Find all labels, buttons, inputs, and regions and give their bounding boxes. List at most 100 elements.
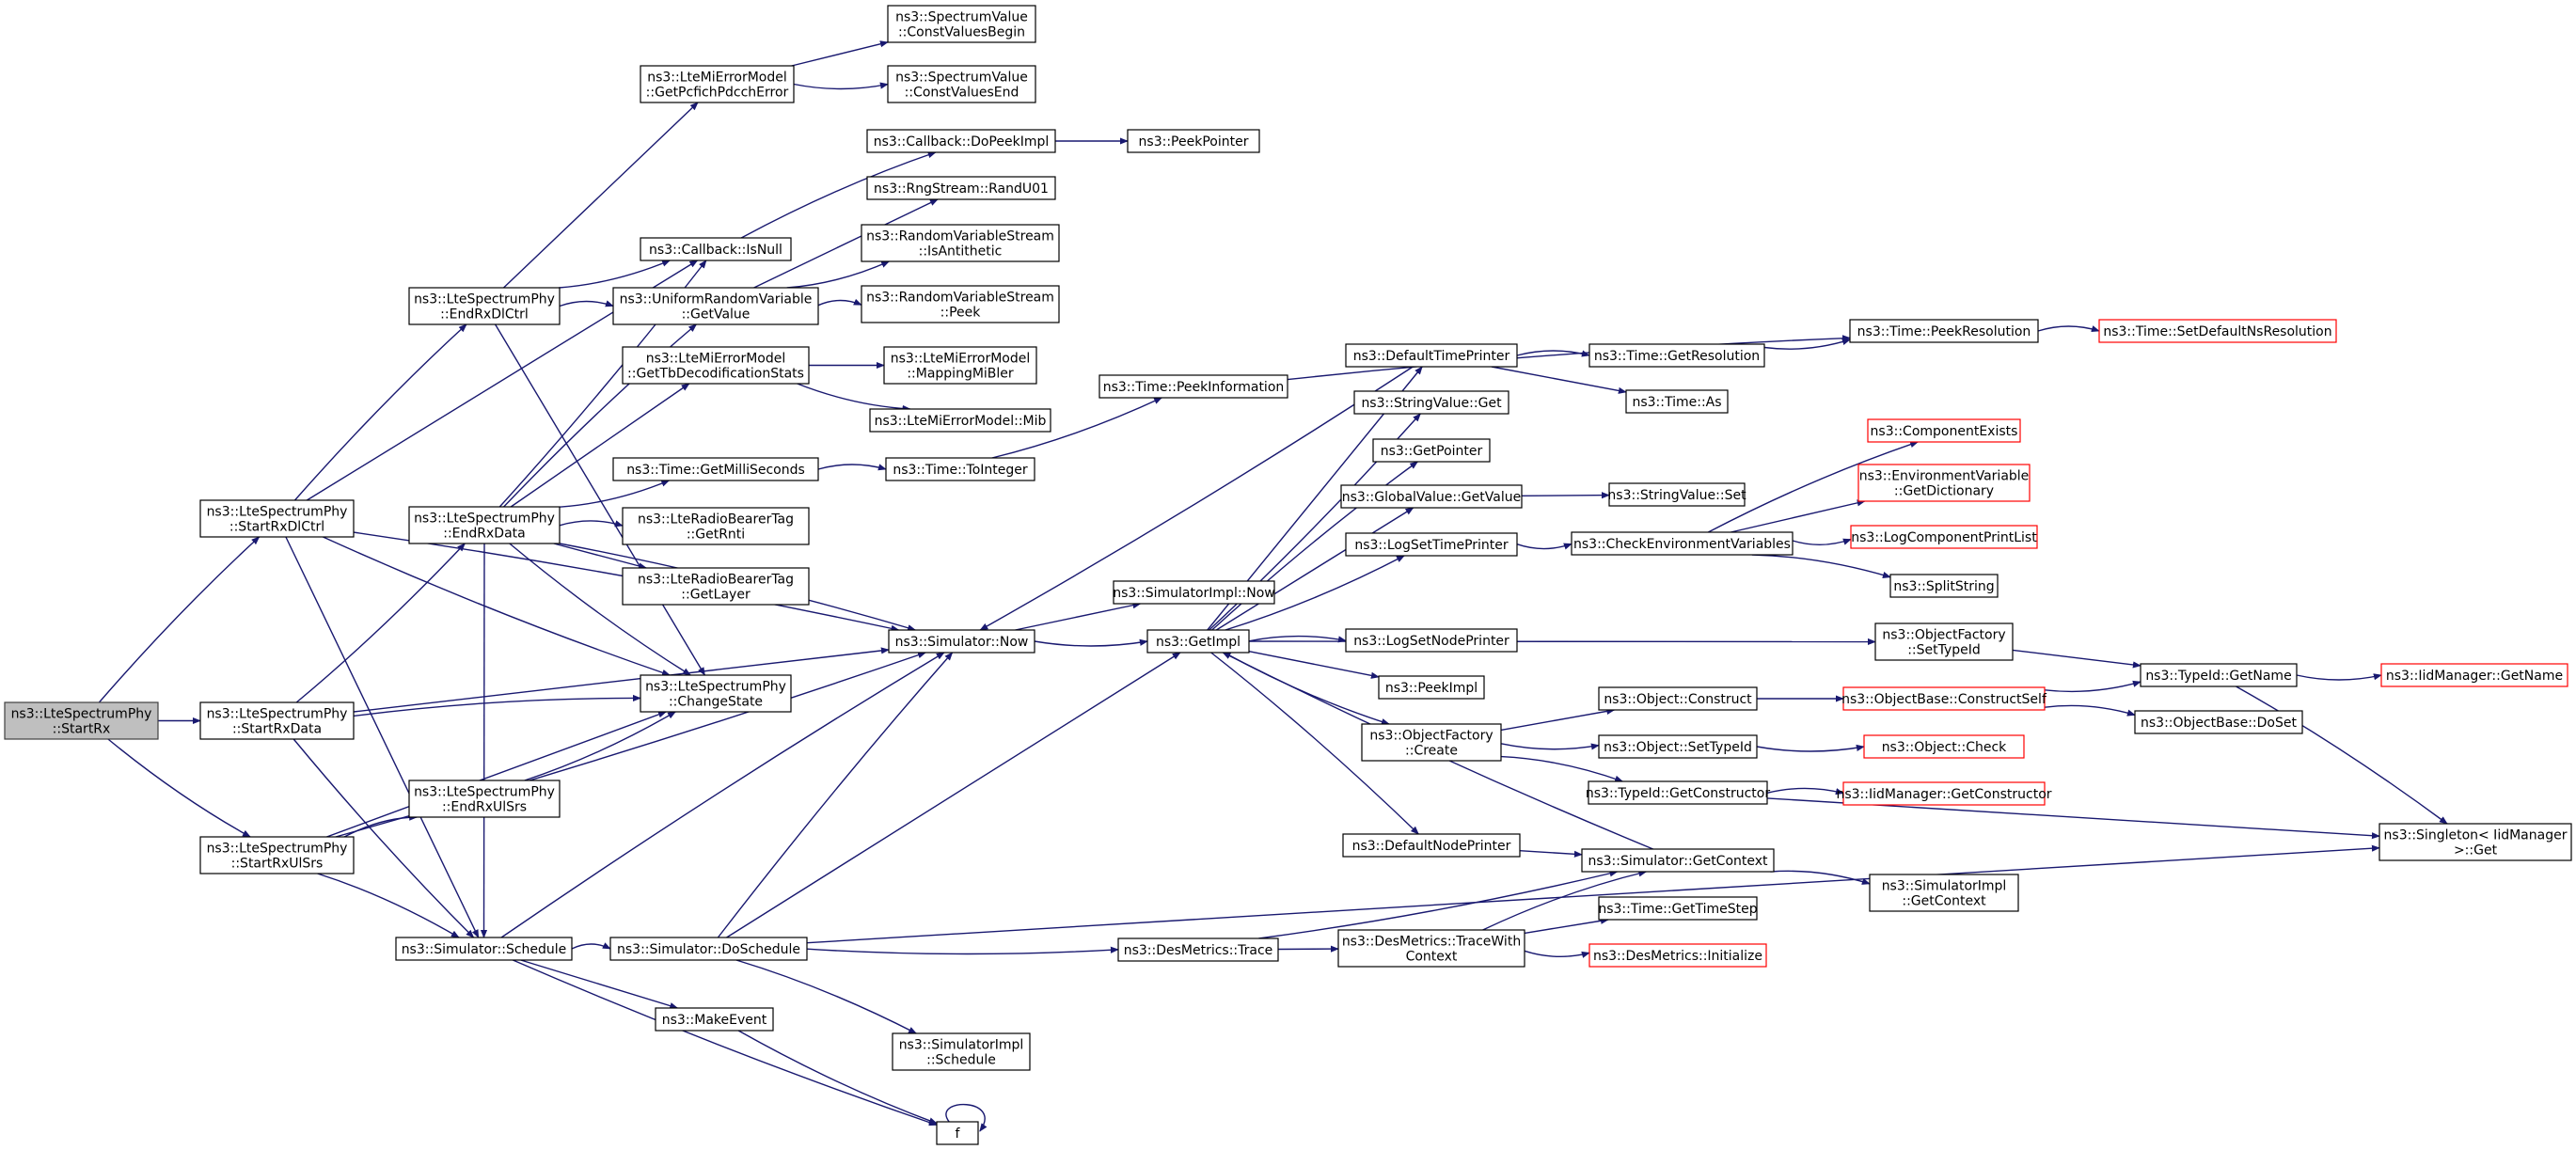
node-box-objsettypeid[interactable] — [1598, 734, 1758, 759]
node-box-getresolution[interactable] — [1588, 343, 1765, 368]
node-gvgetvalue[interactable]: ns3::GlobalValue::GetValue — [1340, 484, 1523, 509]
node-gettbdecod[interactable]: ns3::LteMiErrorModel::GetTbDecodificatio… — [622, 346, 810, 385]
node-box-ofcreate[interactable] — [1361, 723, 1502, 762]
node-box-simimplnow[interactable] — [1113, 580, 1275, 605]
node-peekinformation[interactable]: ns3::Time::PeekInformation — [1098, 374, 1288, 399]
node-isantithetic[interactable]: ns3::RandomVariableStream::IsAntithetic — [861, 224, 1060, 262]
node-box-logsettimeprinter[interactable] — [1345, 532, 1518, 557]
node-cbisnull[interactable]: ns3::Callback::IsNull — [640, 237, 792, 261]
node-box-typeidgetconstructor[interactable] — [1588, 780, 1768, 805]
node-simimplnow[interactable]: ns3::SimulatorImpl::Now — [1113, 580, 1275, 605]
node-box-mib[interactable] — [869, 408, 1051, 433]
node-logcompprintlist[interactable]: ns3::LogComponentPrintList — [1850, 525, 2038, 549]
node-objsettypeid[interactable]: ns3::Object::SetTypeId — [1598, 734, 1758, 759]
node-box-startrxdata[interactable] — [199, 701, 355, 740]
node-makeevent[interactable]: ns3::MakeEvent — [655, 1007, 774, 1032]
node-box-objconstruct[interactable] — [1598, 686, 1758, 711]
node-box-endrxdlctrl[interactable] — [408, 287, 561, 325]
node-stringvalueset[interactable]: ns3::StringValue::Set — [1607, 482, 1746, 507]
node-box-stringvalueset[interactable] — [1608, 482, 1746, 507]
node-schedule[interactable]: ns3::Simulator::Schedule — [395, 937, 573, 961]
node-box-f[interactable] — [936, 1121, 979, 1145]
node-box-stringvalueget[interactable] — [1353, 390, 1509, 415]
node-box-cbisnull[interactable] — [640, 237, 792, 261]
node-box-getlayer[interactable] — [622, 567, 810, 606]
node-box-gettbdecod[interactable] — [622, 346, 810, 385]
node-box-simnow[interactable] — [888, 629, 1035, 654]
node-box-singletonget[interactable] — [2378, 823, 2572, 861]
node-ofcreate[interactable]: ns3::ObjectFactory::Create — [1361, 723, 1502, 762]
node-startrxulsrs[interactable]: ns3::LteSpectrumPhy::StartRxUlSrs — [199, 836, 355, 874]
node-gettimestep[interactable]: ns3::Time::GetTimeStep — [1598, 896, 1758, 921]
node-dopeekimpl[interactable]: ns3::Callback::DoPeekImpl — [866, 129, 1056, 153]
node-box-cvbegin[interactable] — [887, 5, 1036, 43]
node-getpointer[interactable]: ns3::GetPointer — [1372, 438, 1491, 463]
node-mib[interactable]: ns3::LteMiErrorModel::Mib — [869, 408, 1051, 433]
node-obdoset[interactable]: ns3::ObjectBase::DoSet — [2134, 710, 2303, 734]
node-box-ofsettypeid[interactable] — [1874, 622, 2014, 661]
node-box-componentexists[interactable] — [1867, 418, 2021, 443]
node-endrxulsrs[interactable]: ns3::LteSpectrumPhy::EndRxUlSrs — [408, 780, 561, 818]
node-getresolution[interactable]: ns3::Time::GetResolution — [1588, 343, 1765, 368]
node-rvspeek[interactable]: ns3::RandomVariableStream::Peek — [861, 285, 1060, 323]
node-box-defaulttimeprinter[interactable] — [1345, 343, 1518, 368]
node-peekpointer[interactable]: ns3::PeekPointer — [1127, 129, 1260, 153]
node-box-getpointer[interactable] — [1372, 438, 1491, 463]
node-getimpl[interactable]: ns3::GetImpl — [1146, 629, 1250, 654]
node-box-cvend[interactable] — [887, 65, 1036, 103]
node-peekresolution[interactable]: ns3::Time::PeekResolution — [1849, 319, 2039, 343]
node-cvend[interactable]: ns3::SpectrumValue::ConstValuesEnd — [887, 65, 1036, 103]
node-box-logcompprintlist[interactable] — [1850, 525, 2038, 549]
node-box-makeevent[interactable] — [655, 1007, 774, 1032]
node-box-tointeger[interactable] — [885, 457, 1035, 481]
node-box-simimplsched[interactable] — [892, 1032, 1031, 1071]
node-getlayer[interactable]: ns3::LteRadioBearerTag::GetLayer — [622, 567, 810, 606]
node-changestate[interactable]: ns3::LteSpectrumPhy::ChangeState — [640, 674, 792, 713]
node-objcheck[interactable]: ns3::Object::Check — [1863, 734, 2025, 759]
node-defaulttimeprinter[interactable]: ns3::DefaultTimePrinter — [1345, 343, 1518, 368]
node-box-objcheck[interactable] — [1863, 734, 2025, 759]
node-box-peekresolution[interactable] — [1849, 319, 2039, 343]
node-f[interactable]: f — [936, 1121, 979, 1145]
node-box-getpcfich[interactable] — [640, 65, 795, 103]
node-box-dopeekimpl[interactable] — [866, 129, 1056, 153]
node-iidgetconstructor[interactable]: ns3::IidManager::GetConstructor — [1836, 781, 2052, 806]
node-urvgetvalue[interactable]: ns3::UniformRandomVariable::GetValue — [612, 287, 819, 325]
node-stringvalueget[interactable]: ns3::StringValue::Get — [1353, 390, 1509, 415]
node-box-endrxulsrs[interactable] — [408, 780, 561, 818]
node-box-peekpointer[interactable] — [1127, 129, 1260, 153]
node-startrxdlctrl[interactable]: ns3::LteSpectrumPhy::StartRxDlCtrl — [199, 499, 355, 538]
node-logsettimeprinter[interactable]: ns3::LogSetTimePrinter — [1345, 532, 1518, 557]
node-box-startrxulsrs[interactable] — [199, 836, 355, 874]
node-startrxdata[interactable]: ns3::LteSpectrumPhy::StartRxData — [199, 701, 355, 740]
node-box-setdefaultnsres[interactable] — [2098, 319, 2337, 343]
node-desinitialize[interactable]: ns3::DesMetrics::Initialize — [1588, 943, 1767, 968]
node-box-timeas[interactable] — [1625, 389, 1729, 414]
node-objconstruct[interactable]: ns3::Object::Construct — [1598, 686, 1758, 711]
node-singletonget[interactable]: ns3::Singleton< IidManager >::Get — [2378, 823, 2572, 861]
node-box-logsetnodeprinter[interactable] — [1345, 628, 1518, 653]
node-startrx[interactable]: ns3::LteSpectrumPhy::StartRx — [4, 701, 159, 740]
node-box-changestate[interactable] — [640, 674, 792, 713]
node-splitstring[interactable]: ns3::SplitString — [1889, 574, 1999, 598]
node-simimplsched[interactable]: ns3::SimulatorImpl::Schedule — [892, 1032, 1031, 1071]
node-box-envgetdict[interactable] — [1857, 464, 2031, 502]
node-box-isantithetic[interactable] — [861, 224, 1060, 262]
node-checkenv[interactable]: ns3::CheckEnvironmentVariables — [1571, 531, 1794, 556]
node-setdefaultnsres[interactable]: ns3::Time::SetDefaultNsResolution — [2098, 319, 2337, 343]
node-ofsettypeid[interactable]: ns3::ObjectFactory::SetTypeId — [1874, 622, 2014, 661]
node-mappingmibler[interactable]: ns3::LteMiErrorModel::MappingMiBler — [883, 346, 1037, 385]
node-defaultnodeprinter[interactable]: ns3::DefaultNodePrinter — [1342, 833, 1521, 858]
node-box-getrnti[interactable] — [622, 507, 810, 545]
node-box-startrxdlctrl[interactable] — [199, 499, 355, 538]
node-box-getimpl[interactable] — [1146, 629, 1250, 654]
node-getpcfich[interactable]: ns3::LteMiErrorModel::GetPcfichPdcchErro… — [640, 65, 795, 103]
node-box-peekimpl[interactable] — [1378, 675, 1485, 700]
node-box-startrx[interactable] — [4, 701, 159, 740]
node-box-desmetricstrace[interactable] — [1117, 937, 1279, 962]
node-box-mappingmibler[interactable] — [883, 346, 1037, 385]
node-box-randu01[interactable] — [866, 176, 1056, 200]
node-timeas[interactable]: ns3::Time::As — [1625, 389, 1729, 414]
node-peekimpl[interactable]: ns3::PeekImpl — [1378, 675, 1485, 700]
